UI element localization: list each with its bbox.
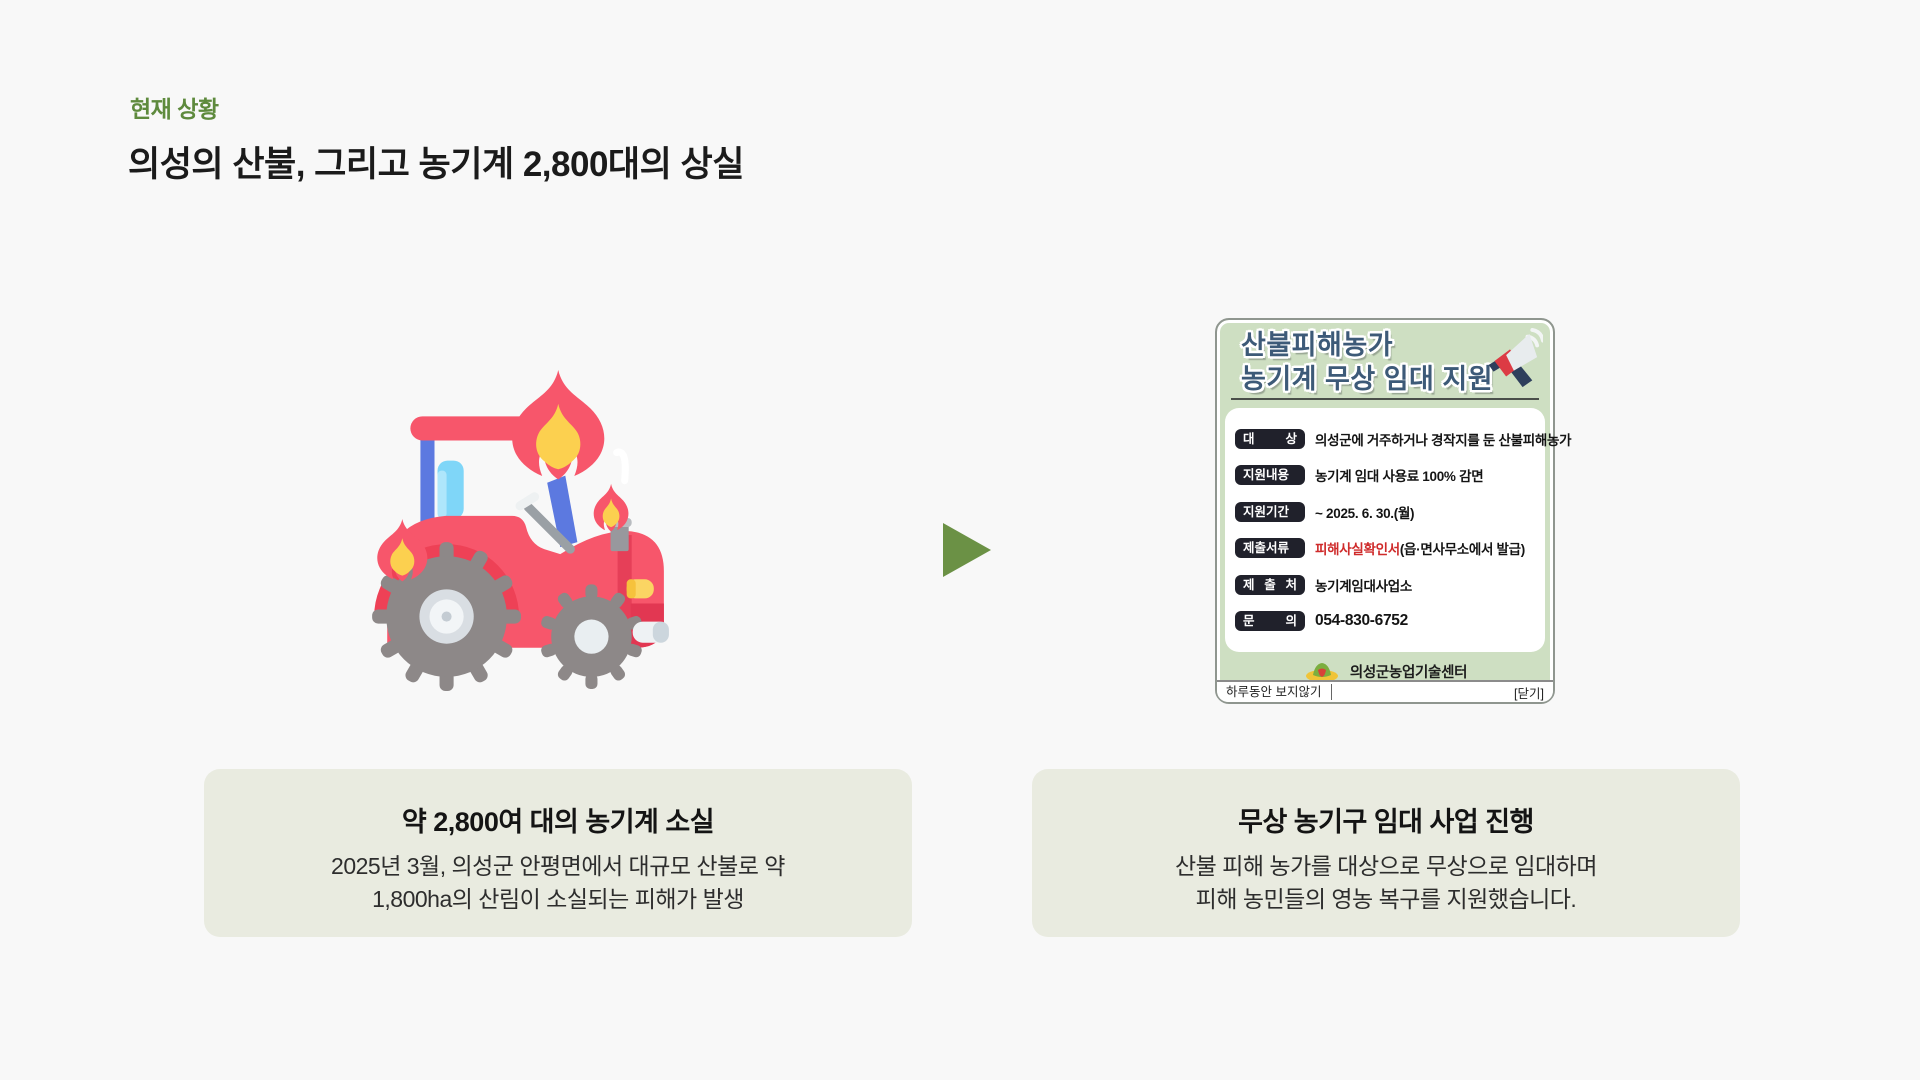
field-value: 의성군에 거주하거나 경작지를 둔 산불피해농가: [1315, 432, 1572, 448]
megaphone-icon: [1488, 328, 1543, 388]
field-badge: 제 출 처: [1235, 574, 1305, 595]
popup-title-line2: 농기계 무상 임대 지원: [1241, 364, 1494, 394]
popup-title-line1: 산불피해농가: [1241, 330, 1394, 360]
caption-body: 2025년 3월, 의성군 안평면에서 대규모 산불로 약 1,800ha의 산…: [204, 850, 912, 916]
burning-tractor-illustration: [372, 370, 669, 691]
popup-org-row: 의성군농업기술센터: [1217, 656, 1553, 686]
caption-line: 피해 농민들의 영농 복구를 지원했습니다.: [1195, 886, 1577, 912]
exhaust-pipe: [610, 522, 629, 552]
cab-post-left: [420, 432, 435, 525]
field-value-rest: (읍·면사무소에서 발급): [1399, 542, 1525, 558]
caption-body: 산불 피해 농가를 대상으로 무상으로 임대하며 피해 농민들의 영농 복구를 …: [1032, 850, 1740, 916]
field-badge: 대 상: [1235, 428, 1305, 449]
field-value-highlight: 피해사실확인서: [1315, 542, 1400, 558]
org-name: 의성군농업기술센터: [1349, 664, 1468, 681]
popup-row-period: 지원기간 ~ 2025. 6. 30.(월): [1235, 501, 1535, 522]
popup-row-support: 지원내용 농기계 임대 사용료 100% 감면: [1235, 465, 1535, 486]
field-value: 농기계 임대 사용료 100% 감면: [1315, 469, 1484, 485]
field-value: 농기계임대사업소: [1315, 578, 1412, 594]
rental-support-popup: 산불피해농가 농기계 무상 임대 지원 대 상 의성군에 거주하거나 경작지를 …: [1215, 318, 1572, 704]
caption-line: 산불 피해 농가를 대상으로 무상으로 임대하며: [1175, 853, 1598, 879]
popup-footer: 하루동안 보지않기 [닫기]: [1217, 680, 1553, 702]
field-badge: 제출서류: [1235, 538, 1305, 559]
popup-detail-box: 대 상 의성군에 거주하거나 경작지를 둔 산불피해농가 지원내용 농기계 임대…: [1225, 408, 1572, 652]
popup-row-submit-to: 제 출 처 농기계임대사업소: [1235, 574, 1535, 595]
steering-handle: [515, 492, 540, 511]
popup-title: 산불피해농가 농기계 무상 임대 지원: [1241, 328, 1493, 396]
popup-row-documents: 제출서류 피해사실확인서(읍·면사무소에서 발급): [1235, 538, 1535, 559]
right-arrow: [943, 523, 991, 577]
caption-title: 약 2,800여 대의 농기계 소실: [401, 807, 715, 837]
caption-card-rental: 무상 농기구 임대 사업 진행 산불 피해 농가를 대상으로 무상으로 임대하며…: [1032, 769, 1740, 937]
page-title: 의성의 산불, 그리고 농기계 2,800대의 상실: [128, 145, 744, 184]
field-badge: 지원내용: [1235, 465, 1305, 486]
popup-row-contact: 문 의 054-830-6752: [1235, 611, 1535, 632]
caption-line: 2025년 3월, 의성군 안평면에서 대규모 산불로 약: [331, 853, 785, 879]
uiseong-emblem-icon: [1305, 663, 1338, 682]
field-value: ~ 2025. 6. 30.(월): [1315, 505, 1415, 521]
popup-divider: [1231, 398, 1539, 400]
dismiss-today-button[interactable]: 하루동안 보지않기: [1226, 684, 1333, 700]
caption-line: 1,800ha의 산림이 소실되는 피해가 발생: [372, 886, 744, 912]
cab-post-right: [547, 475, 578, 548]
rear-wheel: [372, 542, 522, 691]
popup-row-target: 대 상 의성군에 거주하거나 경작지를 둔 산불피해농가: [1235, 428, 1572, 449]
cab-roof-bar: [410, 416, 542, 441]
caption-card-loss: 약 2,800여 대의 농기계 소실 2025년 3월, 의성군 안평면에서 대…: [204, 769, 912, 937]
contact-phone-number: 054-830-6752: [1315, 612, 1408, 630]
field-badge: 지원기간: [1235, 501, 1305, 522]
caption-title: 무상 농기구 임대 사업 진행: [1238, 807, 1534, 837]
close-button[interactable]: [닫기]: [1514, 686, 1544, 701]
field-value: 피해사실확인서(읍·면사무소에서 발급): [1315, 538, 1525, 558]
front-wheel: [541, 584, 642, 689]
section-eyebrow: 현재 상황: [130, 96, 219, 122]
field-badge: 문 의: [1235, 611, 1305, 632]
